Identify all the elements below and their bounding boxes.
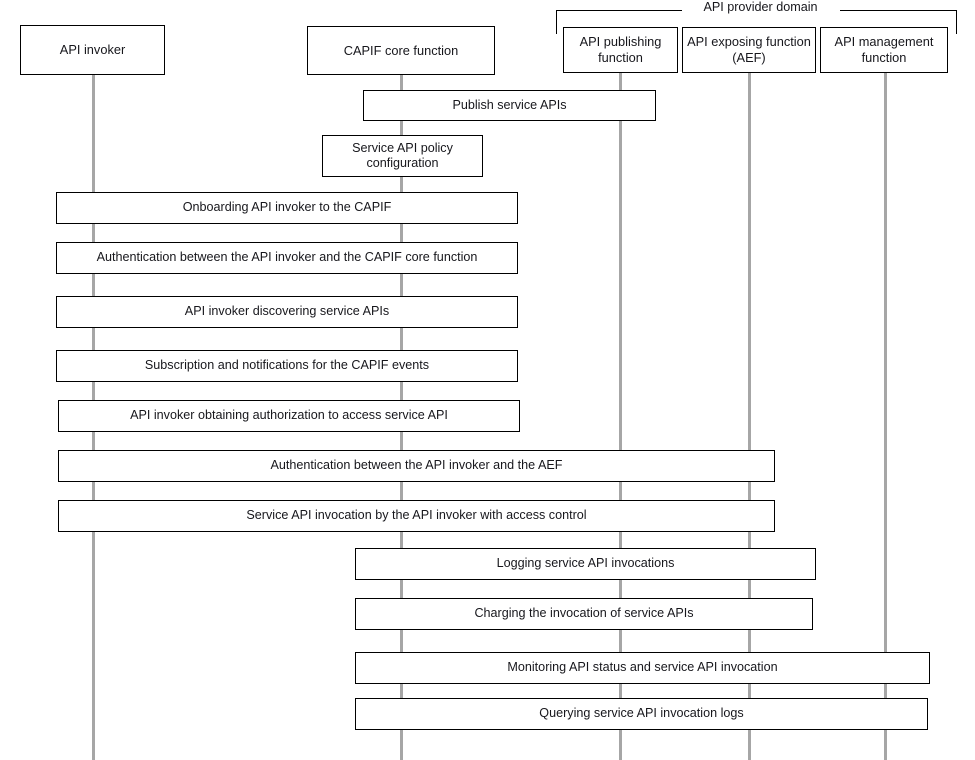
step-box-authentication-invoker-aef[interactable]: Authentication between the API invoker a… <box>58 450 775 482</box>
step-box-charging-invocation[interactable]: Charging the invocation of service APIs <box>355 598 813 630</box>
actor-label-capif-core-function: CAPIF core function <box>343 42 459 58</box>
step-label-authentication-invoker-aef: Authentication between the API invoker a… <box>270 458 563 473</box>
actor-label-api-management-function: API management function <box>834 34 934 65</box>
step-box-authentication-invoker-core[interactable]: Authentication between the API invoker a… <box>56 242 518 274</box>
step-label-onboarding-api-invoker: Onboarding API invoker to the CAPIF <box>182 200 392 215</box>
actor-box-capif-core-function[interactable]: CAPIF core function <box>307 26 495 75</box>
step-box-obtaining-authorization[interactable]: API invoker obtaining authorization to a… <box>58 400 520 432</box>
step-box-querying-invocation-logs[interactable]: Querying service API invocation logs <box>355 698 928 730</box>
step-label-querying-invocation-logs: Querying service API invocation logs <box>539 706 744 721</box>
lifeline-api-exposing-function <box>748 73 751 760</box>
step-label-service-api-invocation: Service API invocation by the API invoke… <box>246 508 587 523</box>
actor-box-api-management-function[interactable]: API management function <box>820 27 948 73</box>
step-box-monitoring-api-status[interactable]: Monitoring API status and service API in… <box>355 652 930 684</box>
step-box-service-api-policy-configuration[interactable]: Service API policy configuration <box>322 135 483 177</box>
step-box-publish-service-apis[interactable]: Publish service APIs <box>363 90 656 121</box>
actor-box-api-publishing-function[interactable]: API publishing function <box>563 27 678 73</box>
step-label-obtaining-authorization: API invoker obtaining authorization to a… <box>130 408 448 423</box>
step-label-service-api-policy-configuration: Service API policy configuration <box>352 140 453 170</box>
step-label-subscription-notifications: Subscription and notifications for the C… <box>144 358 430 373</box>
step-label-logging-service-api-invocations: Logging service API invocations <box>496 556 675 571</box>
step-label-charging-invocation: Charging the invocation of service APIs <box>474 606 694 621</box>
actor-label-api-invoker: API invoker <box>59 42 126 58</box>
step-label-authentication-invoker-core: Authentication between the API invoker a… <box>96 250 478 265</box>
actor-label-api-publishing-function: API publishing function <box>579 34 662 65</box>
lifeline-api-management-function <box>884 73 887 760</box>
lifeline-api-publishing-function <box>619 73 622 760</box>
step-box-service-api-invocation[interactable]: Service API invocation by the API invoke… <box>58 500 775 532</box>
step-label-publish-service-apis: Publish service APIs <box>452 97 567 112</box>
step-label-monitoring-api-status: Monitoring API status and service API in… <box>507 660 778 675</box>
actor-box-api-exposing-function[interactable]: API exposing function (AEF) <box>682 27 816 73</box>
step-label-discovering-service-apis: API invoker discovering service APIs <box>184 304 390 319</box>
actor-label-api-exposing-function: API exposing function (AEF) <box>687 34 811 65</box>
step-box-logging-service-api-invocations[interactable]: Logging service API invocations <box>355 548 816 580</box>
actor-box-api-invoker[interactable]: API invoker <box>20 25 165 75</box>
step-box-onboarding-api-invoker[interactable]: Onboarding API invoker to the CAPIF <box>56 192 518 224</box>
step-box-subscription-notifications[interactable]: Subscription and notifications for the C… <box>56 350 518 382</box>
step-box-discovering-service-apis[interactable]: API invoker discovering service APIs <box>56 296 518 328</box>
api-provider-domain-label: API provider domain <box>681 0 840 14</box>
